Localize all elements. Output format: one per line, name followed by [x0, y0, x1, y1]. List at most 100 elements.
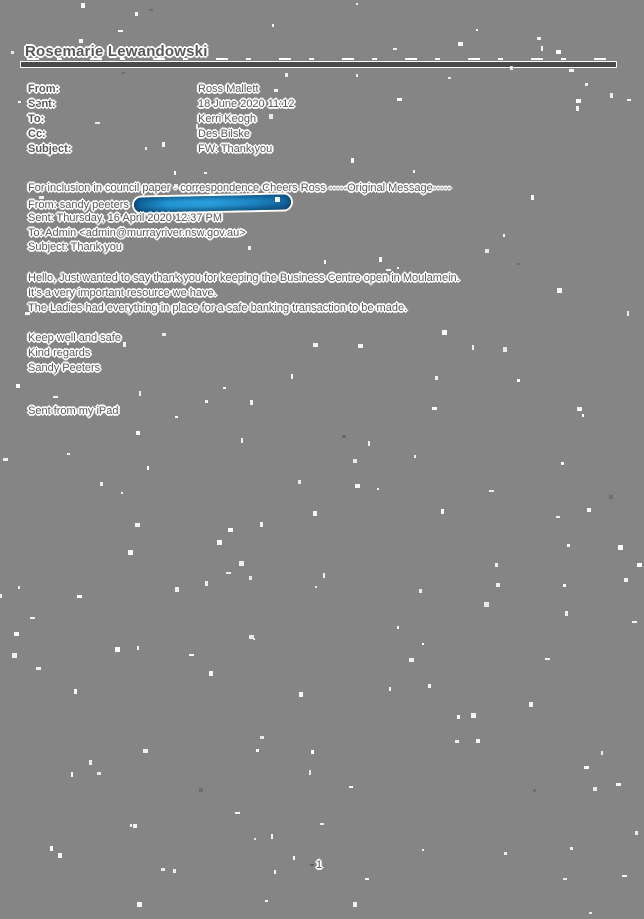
- scan-noise-speck: [254, 838, 256, 840]
- scan-noise-speck: [582, 414, 584, 417]
- scan-noise-speck: [39, 196, 44, 199]
- scan-noise-speck: [510, 66, 513, 70]
- scan-noise-speck: [298, 480, 301, 484]
- scan-noise-speck: [269, 114, 273, 119]
- scan-noise-speck: [545, 658, 550, 660]
- scan-noise-speck: [77, 595, 82, 598]
- scan-noise-speck: [413, 170, 415, 173]
- scan-noise-speck: [205, 400, 208, 403]
- scan-noise-speck: [67, 343, 69, 345]
- scan-noise-speck: [33, 102, 38, 104]
- page-number: 1: [309, 859, 323, 871]
- scan-noise-speck: [121, 492, 123, 494]
- scan-noise-speck: [61, 349, 63, 352]
- scan-noise-speck: [30, 617, 35, 619]
- scan-noise-speck: [563, 878, 567, 880]
- scan-noise-speck: [241, 438, 243, 443]
- scan-noise-speck: [118, 30, 123, 32]
- field-label-sent: Sent:: [28, 98, 56, 110]
- header-row-subject: Subject: FW: Thank you: [28, 142, 608, 157]
- scan-noise-speck: [209, 671, 213, 676]
- scan-noise-speck: [97, 772, 101, 775]
- scan-noise-speck: [587, 508, 591, 512]
- scan-noise-speck: [260, 522, 263, 527]
- scan-noise-speck: [476, 739, 480, 743]
- scan-noise-speck: [205, 581, 208, 586]
- scan-noise-speck: [311, 750, 314, 754]
- field-value-to: Kerri Keogh: [198, 113, 257, 125]
- scan-noise-speck: [618, 545, 623, 550]
- body-line-1: Hello, Just wanted to say thank you for …: [28, 272, 460, 284]
- scan-noise-speck: [556, 50, 561, 54]
- scan-noise-speck: [585, 83, 588, 86]
- scan-noise-speck: [137, 646, 139, 650]
- scan-noise-speck: [529, 702, 533, 707]
- scan-noise-speck: [115, 647, 120, 652]
- scan-noise-speck: [285, 73, 288, 77]
- scan-noise-speck: [253, 638, 255, 640]
- scan-noise-speck: [563, 584, 566, 587]
- scan-noise-speck: [81, 3, 85, 8]
- field-value-sent: 18 June 2020 11:12: [198, 98, 295, 110]
- author-header: Rosemarie Lewandowski: [25, 43, 208, 60]
- scan-noise-speck: [18, 586, 20, 589]
- scan-noise-speck: [74, 689, 77, 694]
- scan-noise-speck: [601, 751, 603, 755]
- scan-noise-speck: [397, 626, 399, 629]
- scan-noise-speck: [616, 783, 621, 786]
- scan-noise-speck: [495, 563, 498, 567]
- field-label-from: From:: [28, 83, 60, 95]
- scan-noise-speck: [517, 379, 520, 382]
- scan-noise-speck: [12, 653, 17, 658]
- scan-noise-speck: [448, 77, 451, 79]
- scan-noise-speck: [432, 407, 437, 410]
- scan-noise-speck: [53, 396, 58, 398]
- scan-noise-speck: [155, 303, 158, 306]
- scan-noise-speck: [455, 740, 459, 743]
- scan-noise-speck: [637, 563, 642, 567]
- scan-noise-speck: [442, 330, 447, 335]
- scan-noise-speck: [458, 42, 463, 46]
- scan-noise-speck: [256, 749, 259, 752]
- scan-noise-speck: [161, 868, 165, 871]
- scan-noise-speck: [25, 312, 30, 315]
- scan-noise-speck: [342, 435, 346, 438]
- scan-noise-speck: [265, 900, 268, 902]
- scan-noise-speck: [409, 658, 414, 662]
- scan-noise-speck: [291, 374, 293, 379]
- scan-noise-speck: [196, 124, 198, 129]
- scan-noise-speck: [58, 853, 62, 858]
- header-row-to: To: Kerri Keogh: [28, 112, 608, 127]
- scan-noise-speck: [274, 870, 276, 874]
- scan-noise-speck: [353, 459, 357, 463]
- scan-noise-speck: [162, 333, 166, 336]
- scan-noise-speck: [3, 458, 8, 461]
- scan-noise-speck: [503, 347, 507, 352]
- scan-noise-speck: [79, 39, 83, 43]
- scan-noise-speck: [356, 3, 358, 5]
- scan-noise-speck: [422, 849, 424, 851]
- scan-noise-speck: [577, 407, 582, 411]
- scan-noise-speck: [584, 766, 589, 769]
- ink-redaction-over-email: [133, 194, 292, 213]
- field-value-subject: FW: Thank you: [198, 143, 273, 155]
- scan-noise-speck: [386, 269, 391, 271]
- scan-noise-speck: [135, 523, 140, 527]
- scan-noise-speck: [627, 99, 631, 101]
- scan-noise-speck: [145, 147, 147, 150]
- scan-noise-speck: [143, 749, 148, 753]
- field-label-to: To:: [28, 113, 45, 125]
- scan-noise-speck: [365, 878, 369, 880]
- scan-noise-speck: [173, 869, 176, 873]
- scan-noise-speck: [397, 267, 399, 269]
- scan-noise-speck: [139, 391, 141, 396]
- scan-noise-speck: [133, 824, 137, 828]
- scan-noise-speck: [609, 495, 613, 499]
- scan-noise-speck: [315, 586, 317, 588]
- scan-noise-speck: [309, 770, 311, 775]
- scan-noise-speck: [137, 902, 142, 907]
- scan-noise-speck: [149, 9, 153, 11]
- scan-noise-speck: [189, 654, 194, 656]
- scan-noise-speck: [533, 789, 536, 792]
- scan-noise-speck: [226, 572, 231, 574]
